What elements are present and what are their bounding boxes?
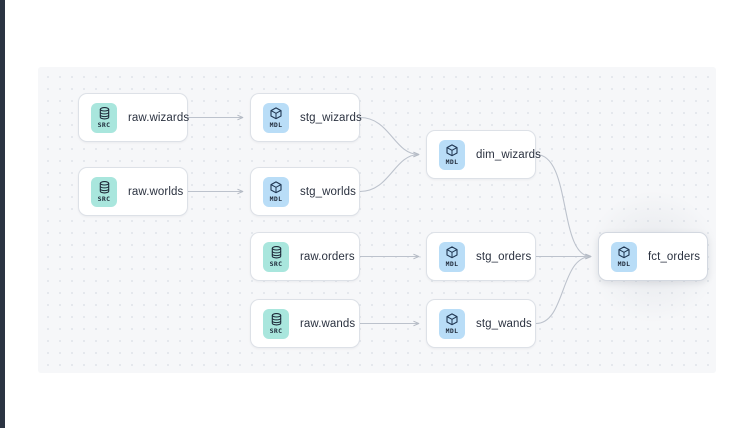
lineage-edge bbox=[359, 116, 420, 158]
database-icon: SRC bbox=[263, 241, 289, 272]
cube-icon: MDL bbox=[439, 241, 465, 272]
node-label: stg_worlds bbox=[300, 185, 356, 198]
lineage-node-raw_wizards[interactable]: SRC raw.wizards bbox=[78, 93, 190, 142]
node-kind-tag: MDL bbox=[445, 326, 459, 335]
node-kind-tag: SRC bbox=[97, 120, 111, 129]
lineage-node-raw_orders[interactable]: SRC raw.orders bbox=[250, 232, 360, 281]
cube-icon: MDL bbox=[439, 308, 465, 339]
database-icon: SRC bbox=[263, 308, 289, 339]
lineage-node-fct_orders[interactable]: MDL fct_orders bbox=[598, 232, 708, 281]
node-label: stg_wizards bbox=[300, 111, 362, 124]
node-label: raw.wands bbox=[300, 317, 356, 330]
lineage-edge bbox=[535, 153, 592, 260]
lineage-edge bbox=[535, 253, 592, 325]
node-kind-tag: MDL bbox=[269, 120, 283, 129]
node-kind-tag: SRC bbox=[269, 326, 283, 335]
node-label: raw.wizards bbox=[128, 111, 190, 124]
node-kind-tag: MDL bbox=[445, 259, 459, 268]
cube-icon: MDL bbox=[439, 139, 465, 170]
cube-icon: MDL bbox=[611, 241, 637, 272]
node-label: stg_wands bbox=[476, 317, 532, 330]
node-label: dim_wizards bbox=[476, 148, 542, 161]
node-kind-tag: SRC bbox=[97, 194, 111, 203]
node-kind-tag: MDL bbox=[617, 259, 631, 268]
lineage-node-raw_worlds[interactable]: SRC raw.worlds bbox=[78, 167, 188, 216]
lineage-node-stg_orders[interactable]: MDL stg_orders bbox=[426, 232, 536, 281]
lineage-edge bbox=[359, 151, 420, 193]
lineage-node-stg_worlds[interactable]: MDL stg_worlds bbox=[250, 167, 360, 216]
node-label: stg_orders bbox=[476, 250, 532, 263]
left-rail bbox=[0, 0, 5, 428]
node-label: raw.worlds bbox=[128, 185, 184, 198]
lineage-node-stg_wands[interactable]: MDL stg_wands bbox=[426, 299, 536, 348]
lineage-node-raw_wands[interactable]: SRC raw.wands bbox=[250, 299, 360, 348]
cube-icon: MDL bbox=[263, 102, 289, 133]
node-kind-tag: MDL bbox=[269, 194, 283, 203]
node-label: fct_orders bbox=[648, 250, 701, 263]
lineage-node-stg_wizards[interactable]: MDL stg_wizards bbox=[250, 93, 362, 142]
node-label: raw.orders bbox=[300, 250, 355, 263]
database-icon: SRC bbox=[91, 176, 117, 207]
lineage-node-dim_wizards[interactable]: MDL dim_wizards bbox=[426, 130, 541, 179]
cube-icon: MDL bbox=[263, 176, 289, 207]
node-kind-tag: SRC bbox=[269, 259, 283, 268]
node-kind-tag: MDL bbox=[445, 157, 459, 166]
database-icon: SRC bbox=[91, 102, 117, 133]
